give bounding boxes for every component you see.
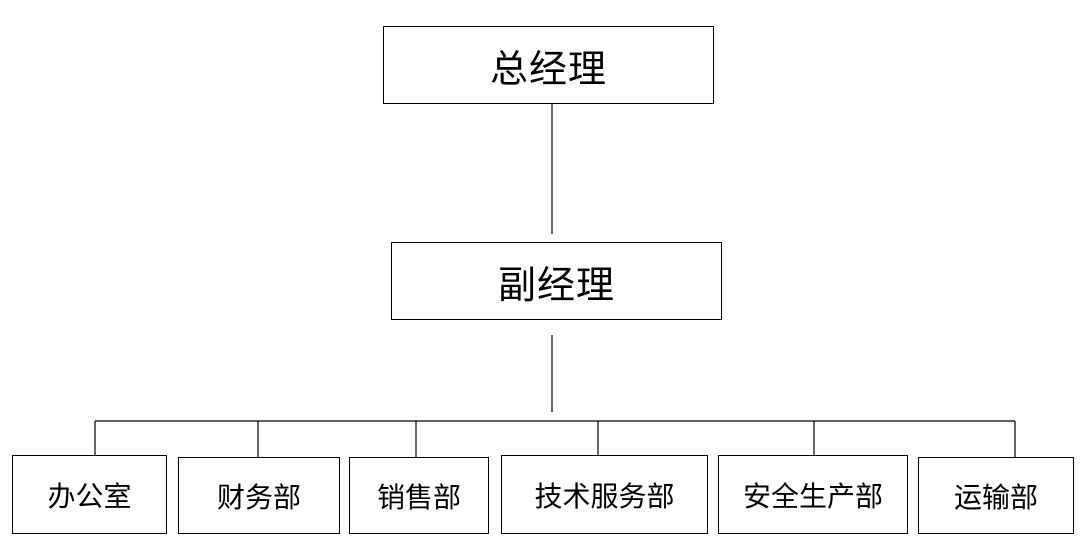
department-label: 安全生产部: [742, 479, 883, 513]
department-label: 销售部: [376, 480, 461, 514]
department-label: 办公室: [47, 479, 132, 513]
deputy-manager-label: 副经理: [497, 262, 615, 307]
general-manager-label: 总经理: [489, 46, 607, 91]
department-label: 运输部: [953, 480, 1038, 514]
department-label: 技术服务部: [534, 479, 675, 513]
department-box-safety-production: 安全生产部: [718, 455, 908, 534]
department-box-tech-service: 技术服务部: [501, 455, 708, 534]
department-box-office: 办公室: [12, 455, 167, 534]
department-box-transport: 运输部: [918, 457, 1074, 534]
department-box-sales: 销售部: [349, 457, 489, 534]
deputy-manager-box: 副经理: [391, 242, 722, 320]
department-box-finance: 财务部: [178, 457, 340, 534]
department-label: 财务部: [216, 480, 301, 514]
general-manager-box: 总经理: [383, 26, 714, 104]
